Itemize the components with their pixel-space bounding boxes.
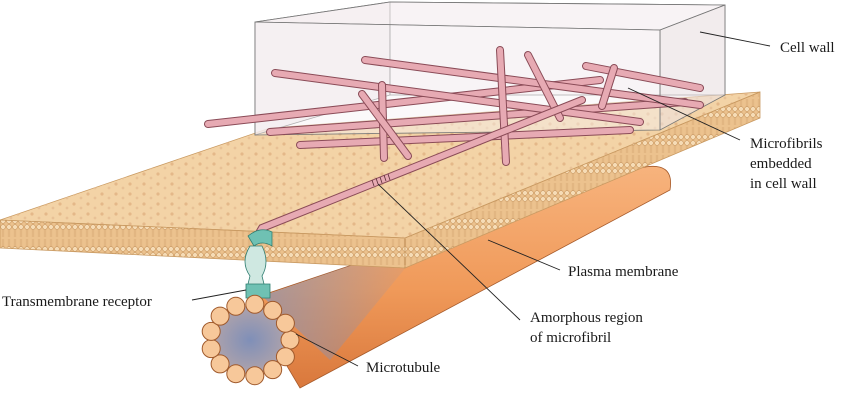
tubulin-subunit: [263, 300, 283, 320]
label-microfibrils-line2: embedded: [750, 156, 812, 172]
label-microfibrils-line3: in cell wall: [750, 176, 817, 192]
transmembrane-receptor: [244, 229, 273, 299]
label-microtubule: Microtubule: [366, 360, 440, 376]
tubulin-subunit: [201, 321, 221, 341]
label-plasma-membrane: Plasma membrane: [568, 264, 679, 280]
label-cell-wall: Cell wall: [780, 40, 835, 56]
tubulin-subunit: [245, 366, 265, 386]
tubulin-subunit: [275, 313, 295, 333]
tubulin-subunit: [275, 347, 295, 367]
label-microfibrils-line1: Microfibrils: [750, 136, 823, 152]
microfibril: [359, 91, 411, 159]
label-amorphous-region-line2: of microfibril: [530, 330, 611, 346]
amorphous-region-marks: [371, 173, 391, 187]
microfibril: [272, 70, 643, 125]
label-transmembrane-receptor: Transmembrane receptor: [2, 294, 152, 310]
leader-lines: [191, 31, 771, 367]
tubulin-subunit: [245, 294, 265, 314]
tubulin-subunit: [201, 339, 221, 359]
tubulin-subunit: [210, 306, 230, 326]
label-amorphous-region-line1: Amorphous region: [530, 310, 643, 326]
microfibril: [267, 99, 688, 135]
tubulin-subunit: [210, 354, 230, 374]
microfibril: [362, 57, 703, 108]
tubulin-subunits: [201, 294, 300, 386]
microfibril: [297, 127, 633, 148]
tubulin-subunit: [263, 360, 283, 380]
microtubule-cross-section: [201, 294, 300, 386]
microfibril: [583, 63, 703, 91]
tubulin-subunit: [226, 364, 246, 384]
microfibril: [599, 65, 617, 109]
microfibril: [497, 47, 509, 165]
tubulin-subunit: [226, 296, 246, 316]
microfibril: [205, 77, 603, 127]
